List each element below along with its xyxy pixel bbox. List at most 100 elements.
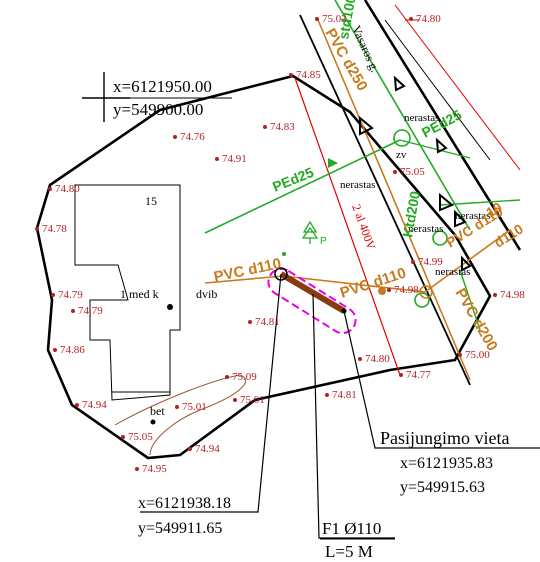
gas-pipe-ped25-right — [399, 139, 471, 159]
bet-point — [150, 419, 156, 425]
terrain-contour — [114, 374, 247, 456]
elevation-point — [71, 309, 75, 313]
elevation-label: 75.01 — [182, 401, 207, 413]
elevation-point — [173, 135, 177, 139]
elevation-point — [289, 73, 293, 77]
elevation-point — [53, 348, 57, 352]
elevation-point — [188, 447, 192, 451]
gas-pipe-ped25 — [204, 139, 401, 234]
building-point — [167, 304, 173, 310]
elevation-label: 74.77 — [406, 369, 431, 381]
elevation-label: 74.94 — [82, 399, 107, 411]
label-p: P — [320, 236, 327, 247]
sewer-pipe-d110-left — [204, 275, 284, 284]
elevation-points — [35, 17, 497, 471]
elevation-label: 74.83 — [270, 121, 295, 133]
elevation-point — [75, 403, 79, 407]
elevation-point — [493, 293, 497, 297]
elevation-point — [358, 357, 362, 361]
elevation-label: 75.00 — [465, 349, 490, 361]
elevation-label: 75.05 — [128, 431, 153, 443]
elevation-point — [399, 373, 403, 377]
elevation-point — [248, 320, 252, 324]
label-nerastas-2: nerastas — [340, 179, 375, 191]
elevation-point — [393, 170, 397, 174]
elevation-point — [51, 293, 55, 297]
elevation-label: 74.86 — [60, 344, 85, 356]
coord-left-x: x=6121938.18 — [138, 495, 231, 512]
elevation-label: 74.81 — [255, 316, 280, 328]
road-edge-right — [363, 0, 522, 251]
elevation-label: 74.76 — [180, 131, 205, 143]
gas-direction-arrow — [328, 158, 338, 168]
pipe-length: L=5 M — [325, 542, 373, 561]
connection-highlight — [267, 267, 357, 335]
elevation-label: 74.98 — [394, 284, 419, 296]
sewer-node — [378, 287, 386, 295]
elevation-label: 74.80 — [55, 183, 80, 195]
elevation-label: 74.98 — [500, 289, 525, 301]
building-use: dvib — [196, 287, 217, 301]
leader-pipe — [312, 293, 395, 539]
coord-top-x: x=6121950.00 — [113, 77, 212, 96]
tree-icon — [301, 220, 319, 244]
coord-top-y: y=549900.00 — [113, 100, 203, 119]
gas-pipe-branch — [439, 199, 521, 206]
building-outline — [74, 184, 181, 401]
elevation-label: 75.05 — [400, 166, 425, 178]
label-nerastas-5: nerastas — [435, 266, 470, 278]
elevation-label: 74.80 — [416, 13, 441, 25]
building-number: 15 — [145, 194, 157, 208]
leader-right — [343, 310, 540, 449]
elevation-label: 75.09 — [232, 371, 257, 383]
elevation-point — [458, 353, 462, 357]
gas-pipe-std100 — [334, 0, 471, 231]
label-pvc-d110-left: PVC d110 — [212, 255, 282, 286]
label-bet: bet — [150, 404, 165, 418]
parcel-boundary — [35, 74, 492, 460]
elevation-point — [135, 467, 139, 471]
elevation-point — [35, 227, 39, 231]
elevation-label: 74.91 — [222, 153, 247, 165]
elevation-point — [233, 398, 237, 402]
elevation-point — [121, 435, 125, 439]
elevation-label: 74.85 — [296, 69, 321, 81]
elevation-point — [315, 17, 319, 21]
building-floors: 1 med k — [120, 287, 159, 301]
label-fragment-10: 10 — [483, 199, 505, 221]
leader-left — [140, 273, 282, 513]
label-zv: zv — [396, 149, 407, 161]
gas-valve-low — [414, 292, 430, 308]
new-connection-pipe — [279, 271, 346, 314]
sewer-pipe-d110-east — [424, 229, 511, 293]
elevation-label: 74.79 — [78, 305, 103, 317]
green-point — [282, 252, 286, 256]
elevation-labels: 75.02 74.80 74.85 74.83 74.76 74.91 74.80 74.78… — [42, 13, 525, 475]
power-cable-right — [394, 4, 521, 171]
elevation-label: 75.02 — [322, 13, 347, 25]
elevation-point — [48, 187, 52, 191]
elevation-label: 74.79 — [58, 289, 83, 301]
elevation-point — [411, 260, 415, 264]
elevation-point — [225, 375, 229, 379]
gas-pipe-lower — [459, 269, 481, 331]
label-nerastas-1: nerastas — [404, 112, 439, 124]
power-cable-left — [294, 77, 401, 376]
sewer-pipe-d110-right — [282, 275, 426, 293]
elevation-label: 74.95 — [142, 463, 167, 475]
elevation-point — [175, 405, 179, 409]
pipe-name: F1 Ø110 — [322, 519, 381, 538]
gas-valve-mid — [432, 230, 448, 246]
label-fragment-d110: d110 — [491, 220, 526, 250]
label-nerastas-3: nerastas — [455, 210, 490, 222]
road-edge-left — [299, 14, 471, 386]
sewer-manhole — [419, 285, 433, 299]
elevation-point — [409, 17, 413, 21]
road-edge-inner — [384, 19, 491, 161]
coord-left-y: y=549911.65 — [138, 520, 222, 537]
elevation-point — [387, 288, 391, 292]
elevation-label: 75.01 — [240, 394, 265, 406]
road-symbols — [359, 75, 472, 272]
elevation-label: 74.78 — [42, 223, 67, 235]
